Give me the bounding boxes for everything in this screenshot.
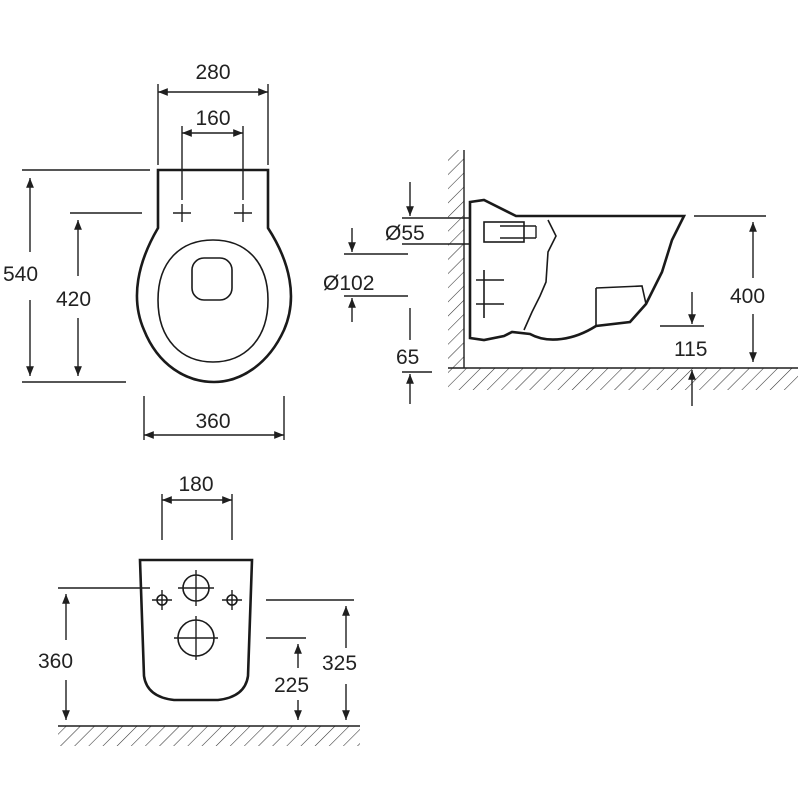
dim-width: 360 bbox=[195, 410, 230, 433]
outlet-fitting bbox=[476, 270, 504, 318]
seat-inner-outline bbox=[157, 239, 269, 363]
flush-opening bbox=[191, 257, 233, 301]
fixing-hole-back-right bbox=[222, 590, 242, 610]
fixing-hole-back-left bbox=[152, 590, 172, 610]
bowl-outline-top bbox=[135, 168, 293, 384]
fixing-hole-left bbox=[173, 204, 191, 222]
bowl-inner-side bbox=[523, 219, 557, 331]
dim-overall-length: 540 bbox=[3, 263, 38, 286]
wall-hatch bbox=[448, 150, 464, 368]
dim-rim-height: 400 bbox=[730, 285, 765, 308]
inlet-fitting bbox=[483, 221, 537, 243]
dim-bolt-spacing-top: 160 bbox=[195, 107, 230, 130]
top-view: 280 160 540 420 360 bbox=[3, 61, 293, 440]
dim-outlet-diameter: Ø102 bbox=[323, 272, 374, 295]
dim-outlet-height-back: 225 bbox=[274, 674, 309, 697]
dim-outlet-offset: 65 bbox=[396, 346, 419, 369]
side-view: Ø55 Ø102 65 400 115 bbox=[323, 150, 798, 406]
dim-inlet-height: 325 bbox=[322, 652, 357, 675]
fixing-hole-right bbox=[234, 204, 252, 222]
floor-hatch-side bbox=[448, 368, 798, 390]
dim-bolt-spacing-back: 180 bbox=[178, 473, 213, 496]
dim-outlet-height: 115 bbox=[674, 338, 707, 361]
dim-fixing-height: 360 bbox=[38, 650, 73, 673]
back-view: 180 360 325 225 bbox=[38, 473, 360, 746]
outlet-hole-back bbox=[174, 616, 218, 660]
dim-width-top: 280 bbox=[195, 61, 230, 84]
dim-inlet-diameter: Ø55 bbox=[385, 222, 425, 245]
floor-hatch-back bbox=[58, 726, 360, 746]
inlet-hole-back bbox=[178, 570, 214, 606]
dim-fixing-to-front: 420 bbox=[56, 288, 91, 311]
bowl-outline-side bbox=[468, 198, 687, 342]
